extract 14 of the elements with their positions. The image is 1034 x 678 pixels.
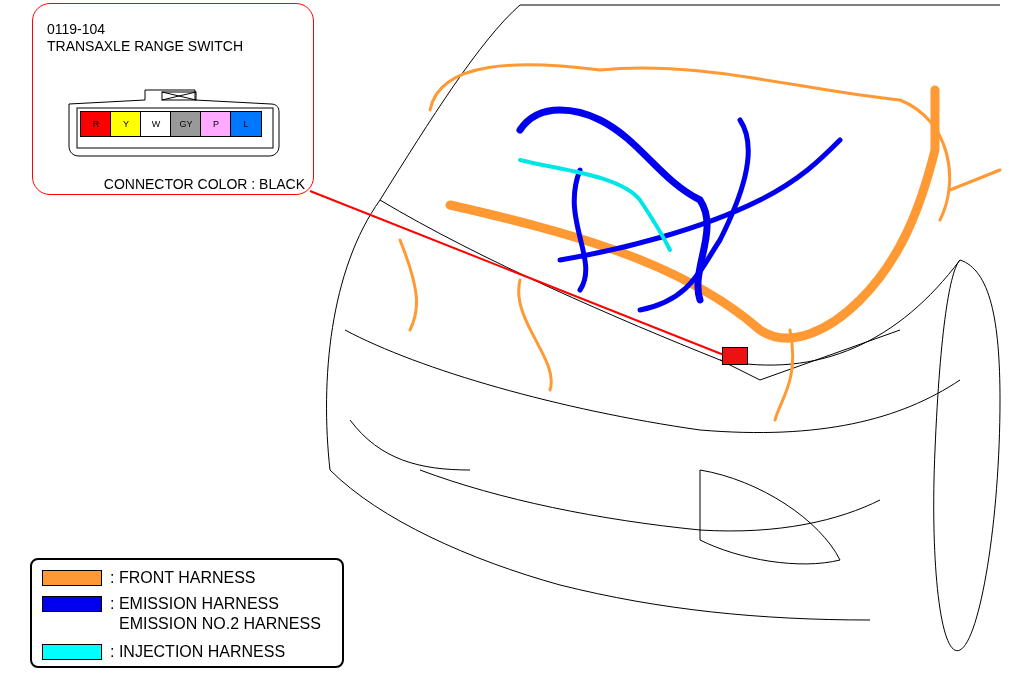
pin-label: P: [201, 112, 231, 136]
legend-label: : INJECTION HARNESS: [110, 642, 287, 662]
pin-label: L: [231, 112, 261, 136]
pin-label: GY: [171, 112, 201, 136]
connector-part: [722, 347, 748, 365]
pin-label: R: [81, 112, 111, 136]
leader-line: [309, 190, 723, 356]
connector-name: TRANSAXLE RANGE SWITCH: [47, 38, 244, 54]
legend-label: : FRONT HARNESS: [110, 568, 257, 588]
pin-label: Y: [111, 112, 141, 136]
legend-label: : EMISSION HARNESS EMISSION NO.2 HARNESS: [110, 594, 322, 634]
connector-color-note: CONNECTOR COLOR : BLACK: [103, 176, 305, 192]
connector-code: 0119-104: [47, 21, 106, 37]
callout-box: [32, 3, 314, 195]
